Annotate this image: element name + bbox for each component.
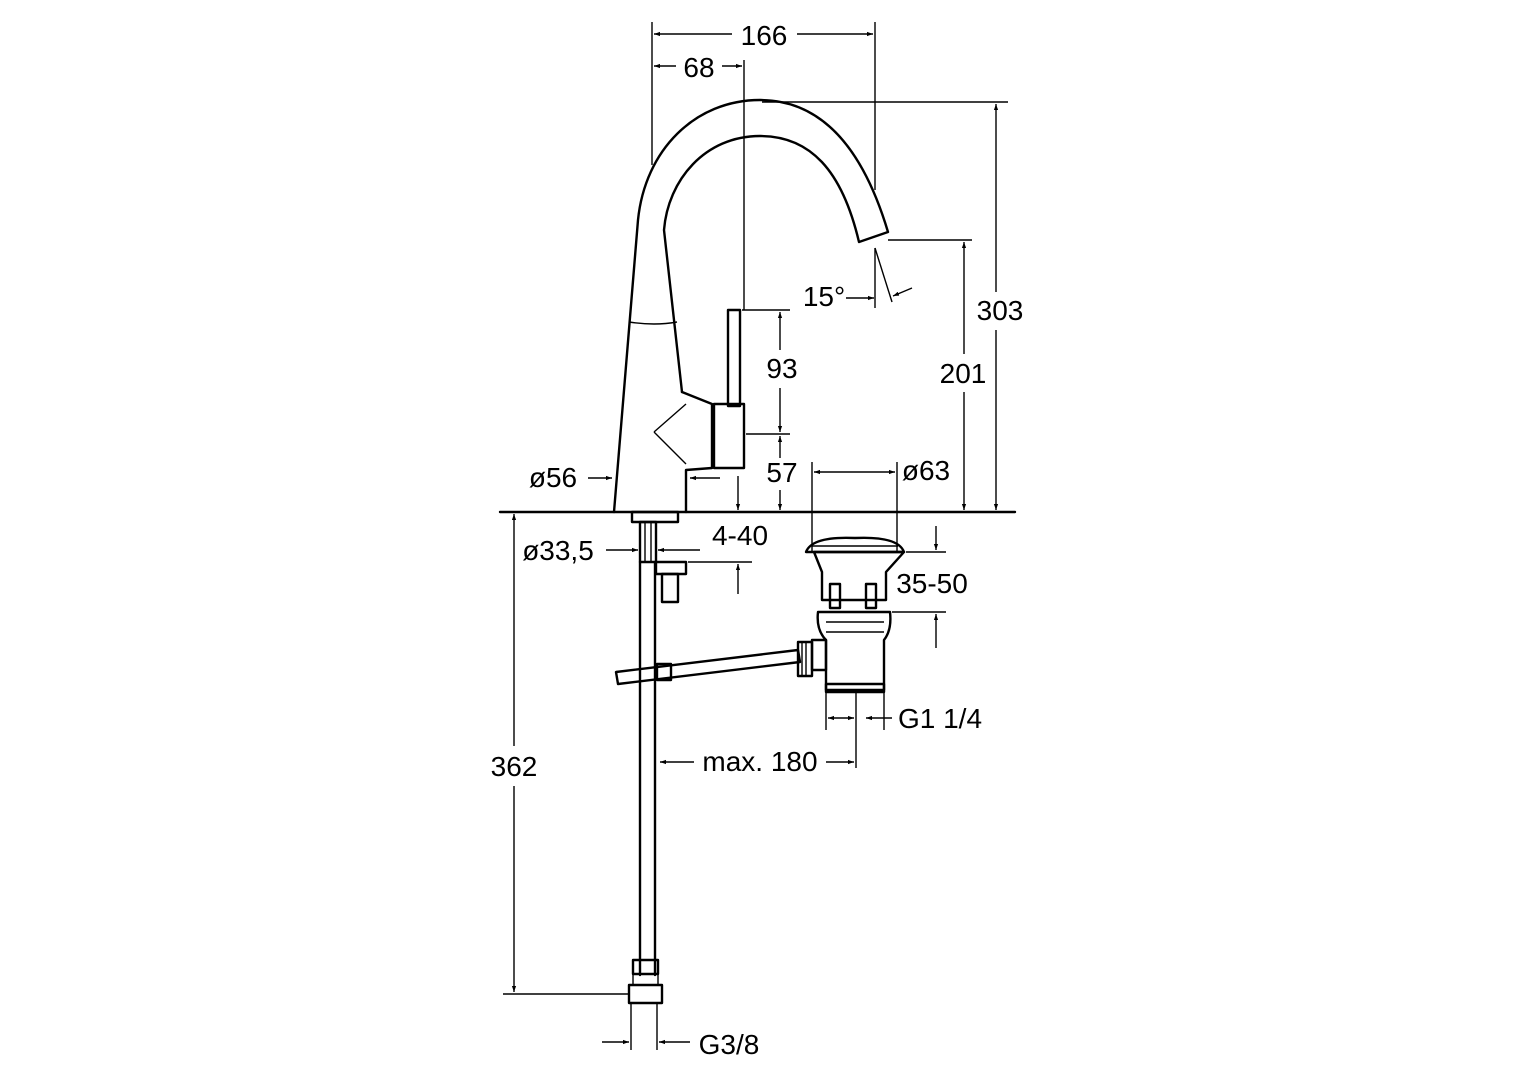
dim-rod-length: max. 180 bbox=[702, 746, 817, 777]
dim-shank-diameter: ø33,5 bbox=[522, 535, 594, 566]
pull-rod bbox=[614, 648, 802, 686]
faucet-outline bbox=[498, 98, 1017, 514]
dim-height-total: 303 bbox=[977, 295, 1024, 326]
dim-hose-length: 362 bbox=[491, 751, 538, 782]
dim-base-diameter: ø56 bbox=[529, 462, 577, 493]
dim-spout-height: 201 bbox=[940, 358, 987, 389]
dim-width-total: 166 bbox=[741, 20, 788, 51]
dim-deck-thickness: 4-40 bbox=[712, 520, 768, 551]
dim-drain-diameter: ø63 bbox=[902, 455, 950, 486]
dim-hose-thread: G3/8 bbox=[699, 1029, 760, 1060]
dim-angle: 15° bbox=[803, 281, 845, 312]
dim-lever-height: 93 bbox=[766, 353, 797, 384]
supply-hose bbox=[627, 510, 688, 1005]
pop-up-drain bbox=[796, 536, 906, 694]
dim-drain-range: 35-50 bbox=[896, 568, 968, 599]
dimension-lines bbox=[503, 22, 1008, 1050]
dim-handle-height: 57 bbox=[766, 457, 797, 488]
dim-drain-thread: G1 1/4 bbox=[898, 703, 982, 734]
dim-offset-top: 68 bbox=[683, 52, 714, 83]
